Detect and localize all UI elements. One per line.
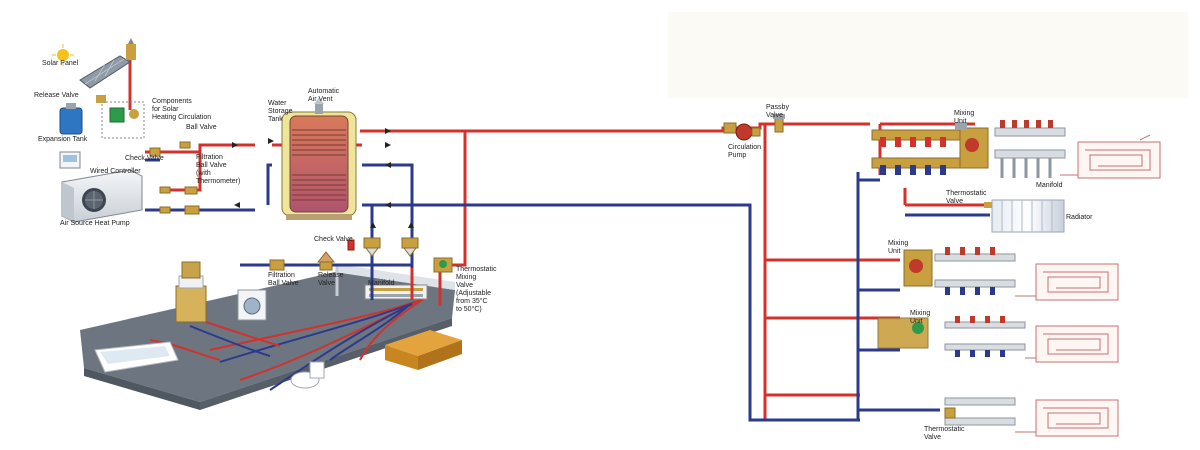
- label-passby-valve: Passby Valve: [766, 104, 789, 119]
- floor-coil-2: [1035, 263, 1119, 301]
- flow-arrows: [232, 128, 414, 228]
- label-mixing-unit-1: Mixing Unit: [954, 110, 975, 125]
- washing-machine: [237, 289, 267, 321]
- floor-coil-3: [1035, 325, 1119, 363]
- toilet: [290, 361, 325, 389]
- check-valves-mid: [347, 237, 419, 257]
- wired-controller: [59, 151, 81, 169]
- label-manifold-house: Manifold: [368, 280, 395, 287]
- expansion-tank: [59, 103, 83, 135]
- label-components-solar: Components for Solar Heating Circulation: [152, 98, 212, 121]
- label-manifold-right: Manifold: [1036, 182, 1063, 189]
- label-ball-valve: Ball Valve: [186, 124, 217, 131]
- label-thermostatic-valve-top: Thermostatic Valve: [946, 190, 987, 205]
- bottom-manifold: [944, 397, 1016, 426]
- label-circulation-pump: Circulation Pump: [728, 144, 762, 159]
- label-solar-panel: Solar Panel: [42, 60, 79, 67]
- heat-pump-valves: [149, 141, 200, 215]
- mixing-unit-2: [903, 247, 1016, 295]
- label-water-storage-tank: Water Storage Tank: [268, 100, 293, 123]
- label-release-valve-mid: Release Valve: [318, 272, 344, 287]
- solar-circulation-components: [96, 95, 145, 139]
- label-air-source-heat-pump: Air Source Heat Pump: [60, 220, 130, 227]
- label-mixing-unit-2: Mixing Unit: [888, 240, 909, 255]
- main-manifold-bars: [871, 129, 963, 175]
- solar-panel: [52, 38, 136, 89]
- label-filtration-ball-valve-thermo: Filtration Ball Valve (with Thermometer): [196, 154, 241, 185]
- floor-heating-coils: [1035, 141, 1161, 437]
- mixing-unit-1: [955, 122, 989, 169]
- washbasin: [175, 261, 207, 323]
- label-thermostatic-mixing-valve: Thermostatic Mixing Valve (Adjustable fr…: [456, 266, 497, 313]
- radiator: [984, 199, 1065, 233]
- passby-valve: [773, 114, 785, 133]
- house-heating-loops: [149, 295, 429, 391]
- coil-feed-lines: [1015, 134, 1151, 433]
- floor-coil-4: [1035, 399, 1119, 437]
- label-wired-controller: Wired Controller: [90, 168, 141, 175]
- cold-return-pipes: [116, 110, 990, 422]
- bathtub: [94, 341, 179, 373]
- floor-coil-1: [1077, 141, 1161, 179]
- water-storage-tank: [281, 97, 357, 220]
- background-panel: [668, 12, 1188, 98]
- label-mixing-unit-3: Mixing Unit: [910, 310, 931, 325]
- thermostatic-mixing-valve: [433, 257, 453, 273]
- label-automatic-air-vent: Automatic Air Vent: [308, 88, 340, 103]
- label-expansion-tank: Expansion Tank: [38, 136, 88, 143]
- label-release-valve-top: Release Valve: [34, 92, 79, 99]
- label-check-valve-left: Check Valve: [125, 155, 164, 162]
- label-filtration-ball-valve: Filtration Ball Valve: [268, 272, 299, 287]
- label-thermostatic-valve-bottom: Thermostatic Valve: [924, 426, 965, 441]
- label-radiator: Radiator: [1066, 214, 1093, 221]
- filtration-release-valves: [269, 251, 336, 271]
- manifold-right: [994, 120, 1066, 178]
- air-source-heat-pump: [61, 169, 143, 223]
- circulation-pump: [723, 122, 761, 141]
- kitchen-cabinet: [385, 330, 462, 370]
- label-check-valve-mid: Check Valve: [314, 236, 353, 243]
- house-feed-pipes: [370, 268, 414, 300]
- mixing-unit-3: [877, 316, 1026, 357]
